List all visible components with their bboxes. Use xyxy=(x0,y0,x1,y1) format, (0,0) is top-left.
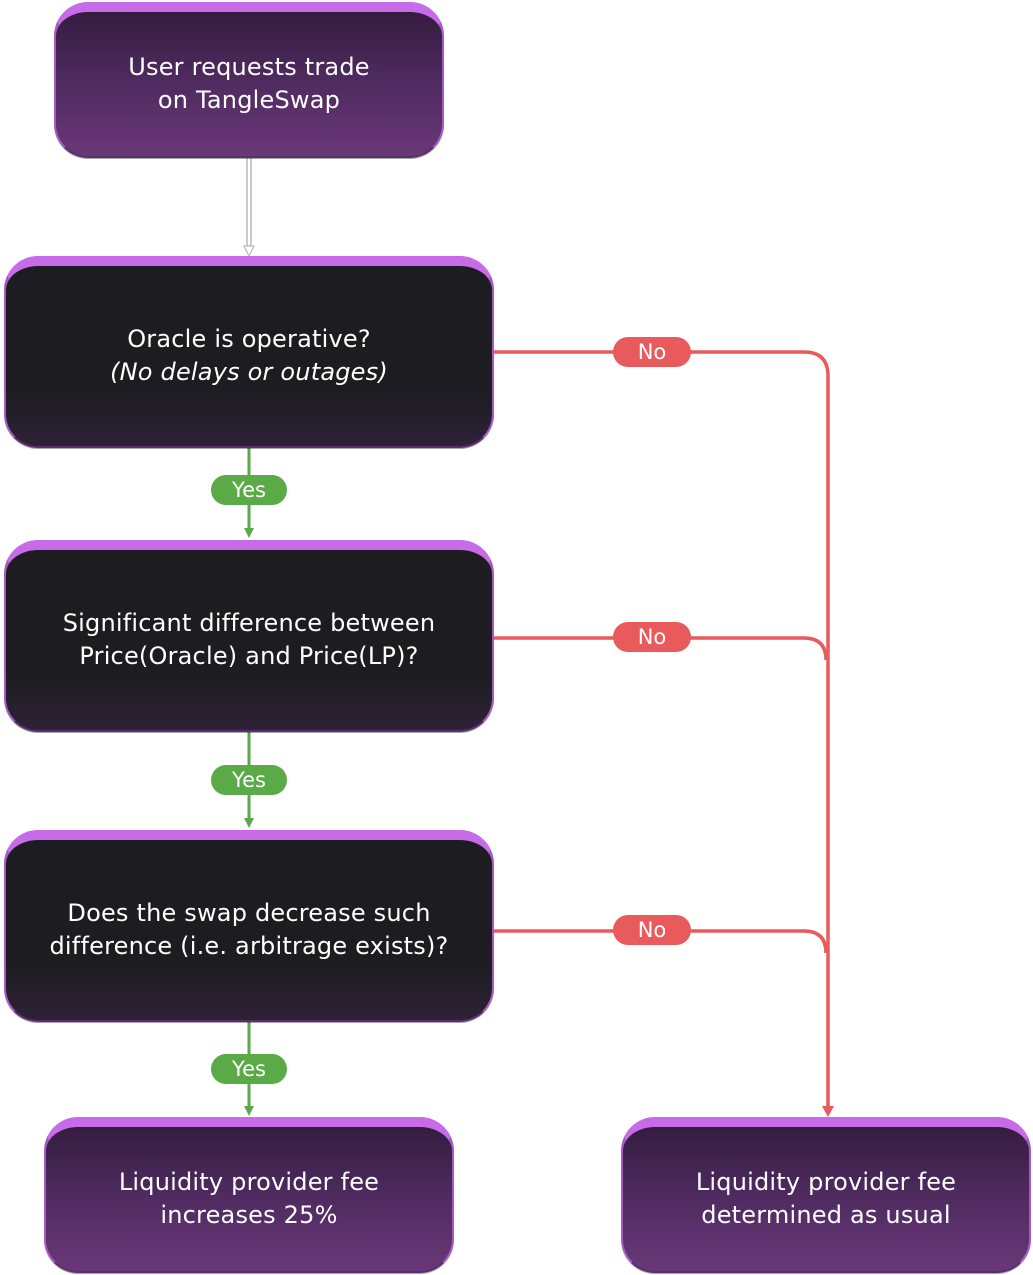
fee-usual-line-2: determined as usual xyxy=(701,1201,951,1229)
fee-usual-node: Liquidity provider fee determined as usu… xyxy=(621,1117,1031,1273)
yes-label-2: Yes xyxy=(211,765,287,795)
start-node: User requests trade on TangleSwap xyxy=(54,2,444,158)
oracle-check-note: (No delays or outages) xyxy=(110,358,388,386)
fee-usual-line-1: Liquidity provider fee xyxy=(695,1168,957,1196)
fee-increase-line-1: Liquidity provider fee xyxy=(118,1168,380,1196)
yes-label-1: Yes xyxy=(211,475,287,505)
arbitrage-node: Does the swap decrease such difference (… xyxy=(4,830,494,1022)
oracle-check-question: Oracle is operative? xyxy=(127,325,371,353)
price-difference-line-1: Significant difference between xyxy=(62,609,436,637)
no-connector-3 xyxy=(494,929,828,954)
no-label-2: No xyxy=(613,622,691,652)
start-node-line-2: on TangleSwap xyxy=(157,86,341,114)
price-difference-line-2: Price(Oracle) and Price(LP)? xyxy=(79,642,419,670)
price-difference-node: Significant difference between Price(Ora… xyxy=(4,540,494,732)
no-connector-1 xyxy=(494,350,830,1110)
start-node-line-1: User requests trade xyxy=(128,53,370,81)
arrow-start-to-oracle xyxy=(243,158,255,258)
no-label-3: No xyxy=(613,915,691,945)
fee-increase-node: Liquidity provider fee increases 25% xyxy=(44,1117,454,1273)
fee-increase-line-2: increases 25% xyxy=(160,1201,338,1229)
yes-label-3: Yes xyxy=(211,1054,287,1084)
arbitrage-line-2: difference (i.e. arbitrage exists)? xyxy=(49,932,449,960)
no-connector-2 xyxy=(494,636,828,661)
oracle-check-node: Oracle is operative? (No delays or outag… xyxy=(4,256,494,448)
arbitrage-line-1: Does the swap decrease such xyxy=(67,899,431,927)
no-arrowhead xyxy=(822,1106,834,1117)
no-label-1: No xyxy=(613,337,691,367)
